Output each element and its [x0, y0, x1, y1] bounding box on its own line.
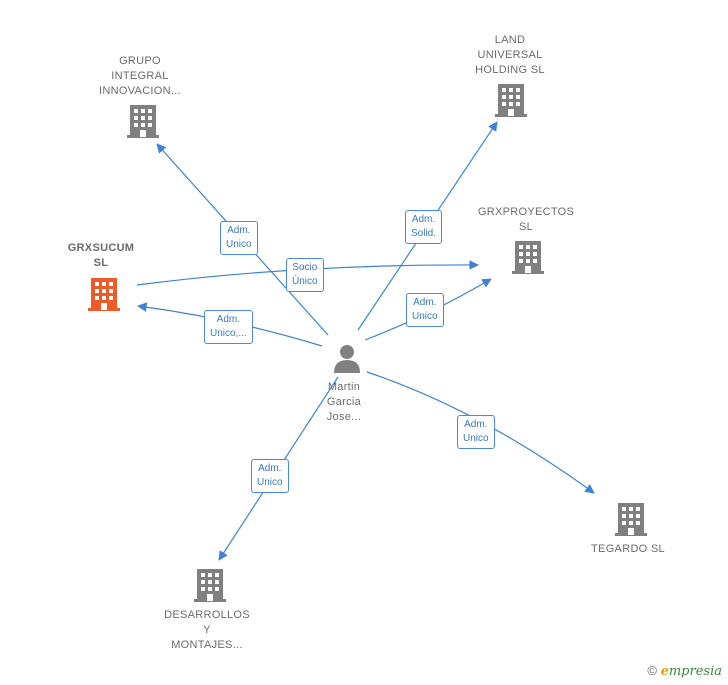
- company-label-grxproyectos[interactable]: GRXPROYECTOS SL: [477, 206, 575, 233]
- company-label-grupo[interactable]: GRUPO INTEGRAL INNOVACION...: [99, 55, 181, 97]
- brand-logo-text: mpresia: [668, 664, 722, 679]
- person-label[interactable]: Martin Garcia Jose...: [326, 381, 362, 423]
- edge-label-grxsucum: Adm. Unico,...: [204, 310, 253, 344]
- brand-logo: © empresia: [647, 663, 722, 679]
- building-icon: [194, 569, 226, 602]
- company-label-grxsucum[interactable]: GRXSUCUM SL: [67, 242, 135, 269]
- company-label-land[interactable]: LAND UNIVERSAL HOLDING SL: [475, 34, 545, 76]
- brand-logo-e: e: [660, 664, 669, 679]
- edge-label-socio: Socio Único: [286, 258, 324, 292]
- edge-label-desarrollos: Adm. Unico: [251, 459, 289, 493]
- person-icon: [334, 345, 360, 373]
- building-icon: [127, 105, 159, 138]
- building-icon: [615, 503, 647, 536]
- company-label-desarrollos[interactable]: DESARROLLOS Y MONTAJES...: [164, 609, 250, 651]
- building-icon: [512, 241, 544, 274]
- building-icon: [495, 84, 527, 117]
- edge-label-tegardo: Adm. Unico: [457, 415, 495, 449]
- edge-label-land: Adm. Solid.: [405, 210, 443, 244]
- edge-label-grupo: Adm. Unico: [220, 221, 258, 255]
- copyright-symbol: ©: [647, 663, 657, 678]
- company-label-tegardo[interactable]: TEGARDO SL: [591, 543, 665, 555]
- edge-label-grxproyectos: Adm. Unico: [406, 293, 444, 327]
- building-icon: [88, 278, 120, 311]
